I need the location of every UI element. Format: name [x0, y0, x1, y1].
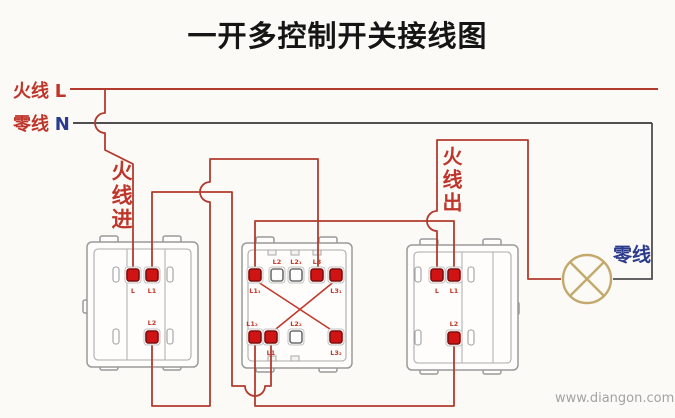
terminal-L [126, 268, 140, 282]
terminal-label: L2 [148, 319, 157, 327]
live-wire-name: 火线 [13, 81, 49, 102]
terminal-label: L2 [273, 258, 282, 266]
edge-notch [312, 249, 322, 256]
terminal-label: L [435, 287, 439, 295]
page-title: 一开多控制开关接线图 [187, 19, 488, 53]
edge-notch [290, 355, 300, 362]
screw-slot [467, 329, 475, 346]
terminal-L2 [447, 331, 461, 345]
watermark: www.diangon.com [555, 391, 675, 406]
screw-slot [166, 266, 174, 283]
terminal-L2-1 [289, 268, 303, 282]
traveller-wire-left-l1 [151, 191, 272, 397]
switch-outline [86, 241, 199, 368]
switch-inner-plate [93, 248, 192, 361]
terminal-L1 [145, 268, 159, 282]
left-switch-terminals: L L1 L2 [124, 266, 161, 346]
terminal-L3-1 [329, 268, 343, 282]
neutral-wire-name: 零线 [13, 114, 49, 135]
terminal-label: L2₁ [290, 258, 302, 266]
lamp-symbol [561, 253, 613, 305]
neutral-lamp-wire [613, 123, 653, 280]
crossover-wire [254, 279, 337, 334]
terminal-L1 [447, 268, 461, 282]
screw-slot [112, 328, 120, 345]
terminal-label: L1₂ [246, 320, 258, 328]
edge-notch [290, 249, 300, 256]
screw-slot [414, 329, 422, 346]
traveller-wire-bottom-right [254, 345, 455, 407]
right-switch-body [406, 238, 520, 375]
neutral-lamp-label: 零线 [613, 244, 652, 266]
edge-notch [267, 249, 277, 256]
terminal-label: L2 [450, 320, 459, 328]
lamp-cross [569, 261, 605, 297]
terminal-label: L1 [450, 287, 459, 295]
live-wire-label: 火线 L [13, 77, 66, 103]
neutral-wire-label: 零线 N [13, 110, 70, 136]
terminal-label: L2₂ [290, 320, 302, 328]
traveller-wire-left-l2 [151, 158, 319, 407]
live-wire-code: L [54, 81, 67, 102]
terminal-label: L3₁ [330, 287, 342, 295]
terminal-L3-2 [329, 330, 343, 344]
terminal-label: L3₂ [330, 349, 342, 357]
lamp-circle [561, 253, 613, 305]
edge-notch [267, 355, 277, 362]
middle-switch-terminals: L1₁ L2 L2₁ L3 L3₁ L1₂ L1 L2₂ L3₂ [246, 258, 345, 357]
terminal-L1b [264, 330, 278, 344]
terminal-label: L1 [267, 349, 276, 357]
live-in-wire [94, 89, 134, 267]
terminal-L1-1 [248, 268, 262, 282]
screw-slot [467, 266, 475, 283]
terminal-label: L1₁ [249, 287, 261, 295]
live-out-wire [426, 139, 561, 280]
live-in-label: 火线进 [109, 160, 133, 232]
terminal-L2 [270, 268, 284, 282]
screw-slot [112, 266, 120, 283]
terminal-label: L1 [148, 287, 157, 295]
right-switch-terminals: L L1 L2 [428, 266, 463, 347]
screw-slot [166, 328, 174, 345]
terminal-L3 [310, 268, 324, 282]
left-switch-body [82, 235, 199, 371]
live-out-label: 火线出 [439, 146, 463, 215]
terminal-label: L3 [313, 258, 322, 266]
terminal-L2 [145, 330, 159, 344]
traveller-wire-top-right [254, 220, 455, 267]
terminal-L2-2 [289, 330, 303, 344]
screw-slot [414, 266, 422, 283]
terminal-L [430, 268, 444, 282]
crossover-wire [270, 279, 337, 334]
terminal-label: L [131, 287, 135, 295]
neutral-wire-code: N [54, 114, 70, 135]
terminal-L1-2 [248, 330, 262, 344]
